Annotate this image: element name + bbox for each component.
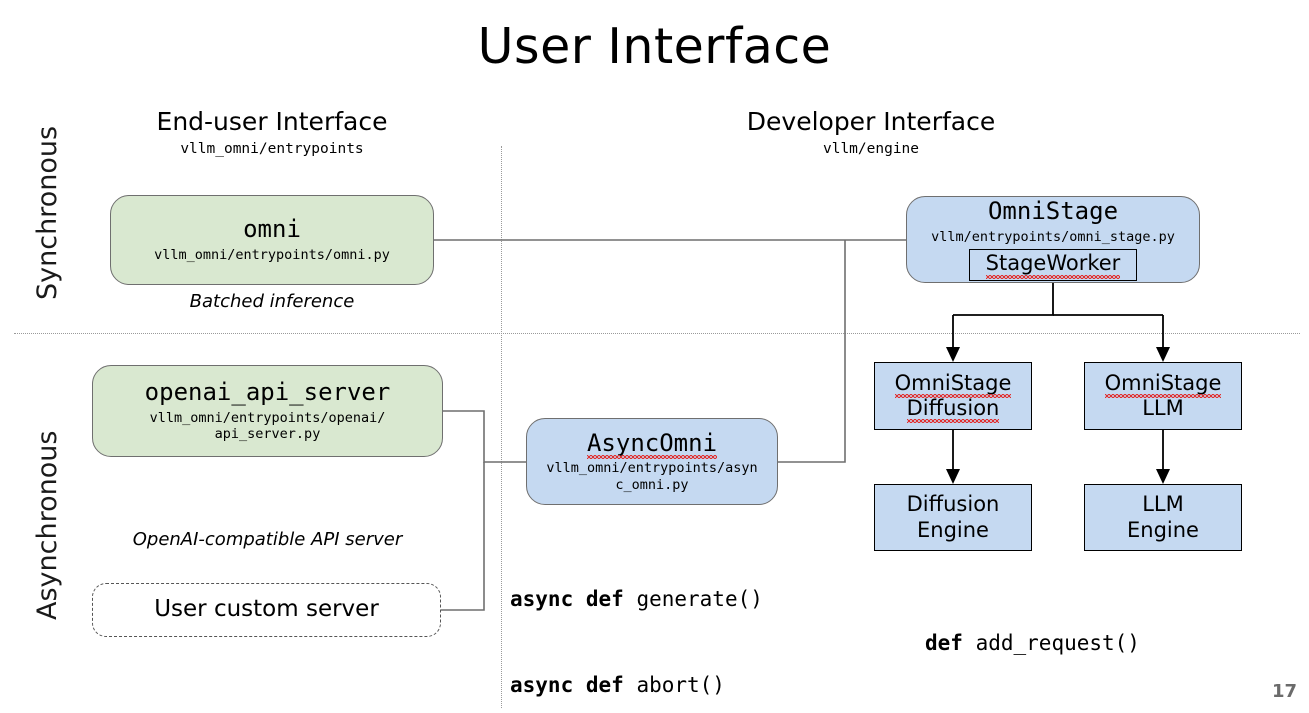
node-omni-stage-llm-line2: LLM bbox=[1142, 396, 1184, 420]
node-async-omni-title: AsyncOmni bbox=[586, 428, 718, 459]
node-user-custom-server-title: User custom server bbox=[154, 596, 379, 623]
node-omni-stage-diffusion[interactable]: OmniStage Diffusion bbox=[874, 362, 1032, 430]
node-omni-stage-diffusion-line1: OmniStage bbox=[894, 370, 1012, 399]
node-openai-api-server[interactable]: openai_api_server vllm_omni/entrypoints/… bbox=[92, 365, 443, 457]
node-omni-title: omni bbox=[243, 215, 301, 244]
node-omni-stage-title: OmniStage bbox=[987, 197, 1119, 226]
node-diffusion-engine-line2: Engine bbox=[917, 517, 989, 542]
caption-batched-inference: Batched inference bbox=[189, 291, 355, 312]
node-user-custom-server[interactable]: User custom server bbox=[92, 583, 441, 637]
code-line: async def generate() bbox=[510, 587, 763, 612]
node-omni-stage[interactable]: OmniStage vllm/entrypoints/omni_stage.py… bbox=[906, 196, 1200, 283]
arrowhead-omnistage-diffusion bbox=[946, 347, 960, 362]
column-header-developer-subtitle: vllm/engine bbox=[822, 140, 920, 157]
node-diffusion-engine-line1: Diffusion bbox=[906, 492, 1000, 517]
page-number: 17 bbox=[1272, 681, 1298, 702]
arrowhead-omnistage-llm bbox=[1156, 347, 1170, 362]
code-line: def add_request() bbox=[925, 631, 1140, 656]
column-header-end-user: End-user Interface vllm_omni/entrypoints bbox=[92, 107, 452, 157]
node-llm-engine[interactable]: LLM Engine bbox=[1084, 484, 1242, 551]
node-omni-stage-diffusion-line2: Diffusion bbox=[906, 396, 1000, 424]
node-omni-stage-llm[interactable]: OmniStage LLM bbox=[1084, 362, 1242, 430]
divider-user-developer bbox=[501, 146, 502, 708]
node-diffusion-engine[interactable]: Diffusion Engine bbox=[874, 484, 1032, 551]
connector-openai-to-asyncomni bbox=[443, 410, 526, 463]
code-line: async def abort() bbox=[510, 672, 725, 697]
node-llm-engine-line1: LLM bbox=[1142, 492, 1184, 517]
arrowhead-diffusion-engine bbox=[946, 469, 960, 484]
connector-asyncomni-to-omnistage bbox=[778, 240, 846, 463]
page-title: User Interface bbox=[477, 18, 832, 75]
node-omni-stage-subtitle: vllm/entrypoints/omni_stage.py bbox=[931, 228, 1175, 245]
column-header-end-user-subtitle: vllm_omni/entrypoints bbox=[180, 140, 364, 157]
arrowhead-llm-engine bbox=[1156, 469, 1170, 484]
code-block-engine-api: def add_request() def abort_request() de… bbox=[925, 572, 1165, 713]
node-openai-api-server-title: openai_api_server bbox=[144, 378, 391, 407]
node-async-omni-subtitle: vllm_omni/entrypoints/asyn c_omni.py bbox=[546, 460, 758, 493]
code-block-async-api: async def generate() async def abort() +… bbox=[510, 528, 813, 713]
node-omni-stage-llm-line1: OmniStage bbox=[1104, 370, 1222, 399]
column-header-developer: Developer Interface vllm/engine bbox=[691, 107, 1051, 157]
node-stage-worker-label: StageWorker bbox=[985, 251, 1121, 279]
node-omni[interactable]: omni vllm_omni/entrypoints/omni.py bbox=[110, 195, 434, 285]
node-stage-worker[interactable]: StageWorker bbox=[968, 249, 1138, 281]
node-omni-subtitle: vllm_omni/entrypoints/omni.py bbox=[154, 247, 390, 264]
node-llm-engine-line2: Engine bbox=[1127, 517, 1199, 542]
connector-stageworker-split-left bbox=[953, 283, 1054, 316]
column-header-end-user-title: End-user Interface bbox=[156, 107, 388, 136]
column-header-developer-title: Developer Interface bbox=[746, 107, 996, 136]
node-async-omni[interactable]: AsyncOmni vllm_omni/entrypoints/asyn c_o… bbox=[526, 418, 778, 505]
connector-custom-server-to-asyncomni bbox=[441, 462, 485, 611]
caption-openai-compatible: OpenAI-compatible API server bbox=[132, 529, 403, 550]
divider-sync-async bbox=[14, 333, 1300, 334]
node-openai-api-server-subtitle: vllm_omni/entrypoints/openai/ api_server… bbox=[149, 409, 386, 443]
